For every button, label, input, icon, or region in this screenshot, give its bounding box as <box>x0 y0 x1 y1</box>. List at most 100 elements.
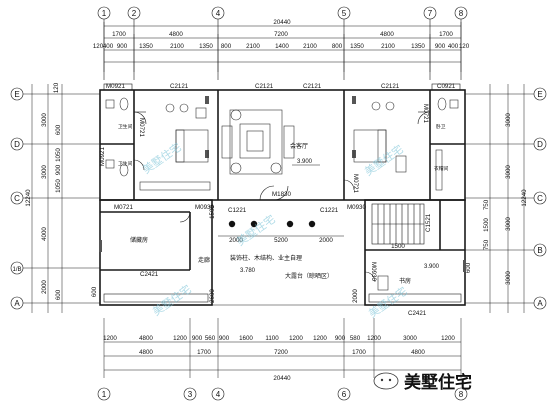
bot-r1-13: 3000 <box>403 335 417 342</box>
inner-dim-2000b: 2000 <box>319 237 333 244</box>
top-dim-row3: 120 400 900 1350 2100 1350 800 2100 1400… <box>93 43 470 50</box>
code-c2121-3: C2121 <box>303 83 322 90</box>
bottom-axis-6: 6 <box>342 390 347 399</box>
code-m0721-l: M0721 <box>138 118 145 137</box>
top-dim-4: 4800 <box>380 31 394 38</box>
top-r3-6: 800 <box>221 43 232 50</box>
code-c0921: C0921 <box>437 83 456 90</box>
living-room-level: 3.900 <box>297 159 313 165</box>
bottom-dimensions: 1200 4800 1200 900 560 900 1600 1100 120… <box>103 318 462 382</box>
left-axis-D: D <box>14 140 20 149</box>
watermark-4: 美墅住宅 <box>150 282 194 319</box>
code-m0721-r2: M0721 <box>352 174 359 193</box>
inner-dim-2000: 2000 <box>352 289 359 303</box>
top-dim-1: 1700 <box>112 31 126 38</box>
master-bath-label: 卧卫 <box>436 123 446 130</box>
left-axis-C: C <box>14 194 20 203</box>
left-sub-1: 1050 <box>55 148 62 162</box>
right-dim-3: 3000 <box>505 217 512 231</box>
top-axis-4: 4 <box>216 9 221 18</box>
code-m0921-l: M0921 <box>99 147 106 166</box>
top-r3-9: 2100 <box>303 43 317 50</box>
bot-r1-1: 4800 <box>139 335 153 342</box>
living-room-label: 会客厅 <box>290 142 308 150</box>
bedroom-right-furniture <box>353 101 407 173</box>
bottom-axis-8: 8 <box>459 390 464 399</box>
code-c2121-4: C2121 <box>381 83 400 90</box>
study-level: 3.900 <box>424 264 440 270</box>
bot-r1-6: 1600 <box>239 335 253 342</box>
code-m0721-bl: M0721 <box>114 204 133 211</box>
top-axis-2: 2 <box>132 9 137 18</box>
bot-r2-0: 4800 <box>139 349 153 356</box>
bot-r1-11: 580 <box>350 335 361 342</box>
inner-dim-5200: 5200 <box>274 237 288 244</box>
bot-r1-7: 1100 <box>265 335 279 342</box>
left-sub-2: 900 <box>55 164 62 175</box>
left-overall-dim: 12240 <box>25 189 32 207</box>
brand-logo-text: 美墅住宅 <box>404 372 472 393</box>
right-overall-dim: 12240 <box>521 189 528 207</box>
right-axis-E: E <box>537 90 542 99</box>
decor-note: 装饰柱、木结构、业主自理 <box>230 254 302 262</box>
code-c2421-l: C2421 <box>140 271 159 278</box>
top-dim-5: 1700 <box>439 31 453 38</box>
left-sub-5: 600 <box>55 289 62 300</box>
bottom-overall-dim: 20440 <box>273 375 291 382</box>
watermarks: 美墅住宅 美墅住宅 美墅住宅 美墅住宅 美墅住宅 <box>140 140 410 321</box>
inner-dim-2600: 2600 <box>209 289 216 303</box>
right-axis-markers: E D C B A <box>465 87 547 310</box>
code-m0930-r: M0930 <box>347 204 366 211</box>
bot-r1-3: 900 <box>192 335 203 342</box>
code-c1221-1: C1221 <box>228 207 247 214</box>
right-dim-4: 3000 <box>505 271 512 285</box>
top-r3-12: 2100 <box>381 43 395 50</box>
opening-codes: M0921 C2121 C2121 C2121 C2121 C0921 M072… <box>99 83 456 317</box>
bot-r2-2: 7200 <box>274 349 288 356</box>
left-sub-0: 600 <box>55 124 62 135</box>
top-r3-8: 1400 <box>275 43 289 50</box>
top-dim-2: 4800 <box>169 31 183 38</box>
left-dim-1: 3000 <box>41 113 48 127</box>
bedroom-left-furniture <box>139 103 211 191</box>
living-room-furniture <box>221 109 295 175</box>
right-dim-2: 3000 <box>505 165 512 179</box>
watermark-3: 美墅住宅 <box>362 142 406 179</box>
left-axis-A: A <box>14 299 20 308</box>
right-sub-1: 1500 <box>483 218 490 232</box>
right-axis-B: B <box>537 246 542 255</box>
right-axis-C: C <box>537 194 543 203</box>
inner-dimensions: 2000 5200 2000 1500 1500 2600 2000 600 <box>91 205 405 303</box>
bottom-axis-4: 4 <box>216 390 221 399</box>
left-sub-4: 120 <box>53 82 60 93</box>
left-dim-4: 2000 <box>41 280 48 294</box>
top-r3-11: 1350 <box>350 43 364 50</box>
bottom-axis-1: 1 <box>102 390 107 399</box>
top-overall-dim: 20440 <box>273 19 291 26</box>
inner-dim-2000a: 2000 <box>229 237 243 244</box>
code-m0930-l: M0930 <box>195 204 214 211</box>
door-swings <box>133 111 431 283</box>
right-sub-2: 750 <box>483 239 490 250</box>
terrace-level: 3.780 <box>240 268 256 274</box>
bot-r1-9: 1200 <box>313 335 327 342</box>
bot-r1-4: 560 <box>205 335 216 342</box>
top-dimensions: 20440 1700 4800 7200 4800 1700 120 400 9… <box>93 19 470 72</box>
right-sub-0: 750 <box>483 199 490 210</box>
top-r3-10: 800 <box>332 43 343 50</box>
top-r3-16: 120 <box>459 43 470 50</box>
right-sub-3: 600 <box>465 262 472 273</box>
inner-dim-600: 600 <box>91 286 98 297</box>
brand-logo: 美墅住宅 <box>373 372 472 393</box>
top-r3-2: 900 <box>117 43 128 50</box>
bottom-axis-markers: 1 3 4 6 8 <box>97 387 468 401</box>
code-m1830: M1830 <box>272 191 291 198</box>
bot-r1-2: 1200 <box>173 335 187 342</box>
bot-r1-10: 900 <box>335 335 346 342</box>
bottom-dim-row1: 1200 4800 1200 900 560 900 1600 1100 120… <box>103 335 455 342</box>
closet-label: 衣帽间 <box>434 165 449 172</box>
left-dim-2: 3000 <box>41 165 48 179</box>
left-dimensions: 12240 3000 3000 4000 2000 600 1050 900 1… <box>25 82 63 313</box>
